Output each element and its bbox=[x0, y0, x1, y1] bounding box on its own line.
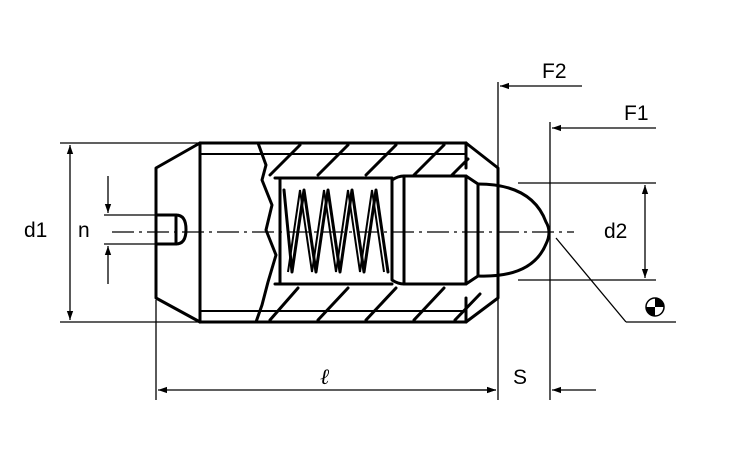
section-break-line bbox=[254, 141, 278, 324]
center-of-gravity-icon bbox=[645, 297, 665, 317]
f2-label: F2 bbox=[542, 60, 567, 83]
plunger-pin bbox=[390, 174, 551, 286]
d2-label: d2 bbox=[604, 220, 627, 243]
ball-tip bbox=[476, 182, 551, 278]
slot bbox=[154, 213, 188, 246]
slot-bottom bbox=[174, 213, 188, 246]
dimension-n: n bbox=[78, 176, 156, 284]
body-left-end bbox=[154, 141, 202, 324]
d1-label: d1 bbox=[24, 219, 47, 242]
cavity bbox=[273, 176, 394, 286]
spring bbox=[282, 188, 390, 274]
slot-outline bbox=[154, 213, 178, 246]
dimension-s: S bbox=[470, 122, 596, 400]
center-of-gravity-callout bbox=[555, 237, 676, 323]
force-f2: F2 bbox=[500, 60, 582, 90]
n-label: n bbox=[78, 219, 90, 242]
dimension-d1: d1 bbox=[24, 142, 200, 323]
section-hatching bbox=[268, 143, 482, 322]
f1-label: F1 bbox=[624, 102, 649, 125]
dimension-l: ℓ bbox=[155, 82, 499, 400]
force-f1: F1 bbox=[552, 102, 656, 132]
spring-coils bbox=[282, 188, 390, 274]
s-label: S bbox=[513, 366, 527, 389]
l-label: ℓ bbox=[320, 365, 330, 390]
dimension-d2: d2 bbox=[518, 182, 656, 281]
